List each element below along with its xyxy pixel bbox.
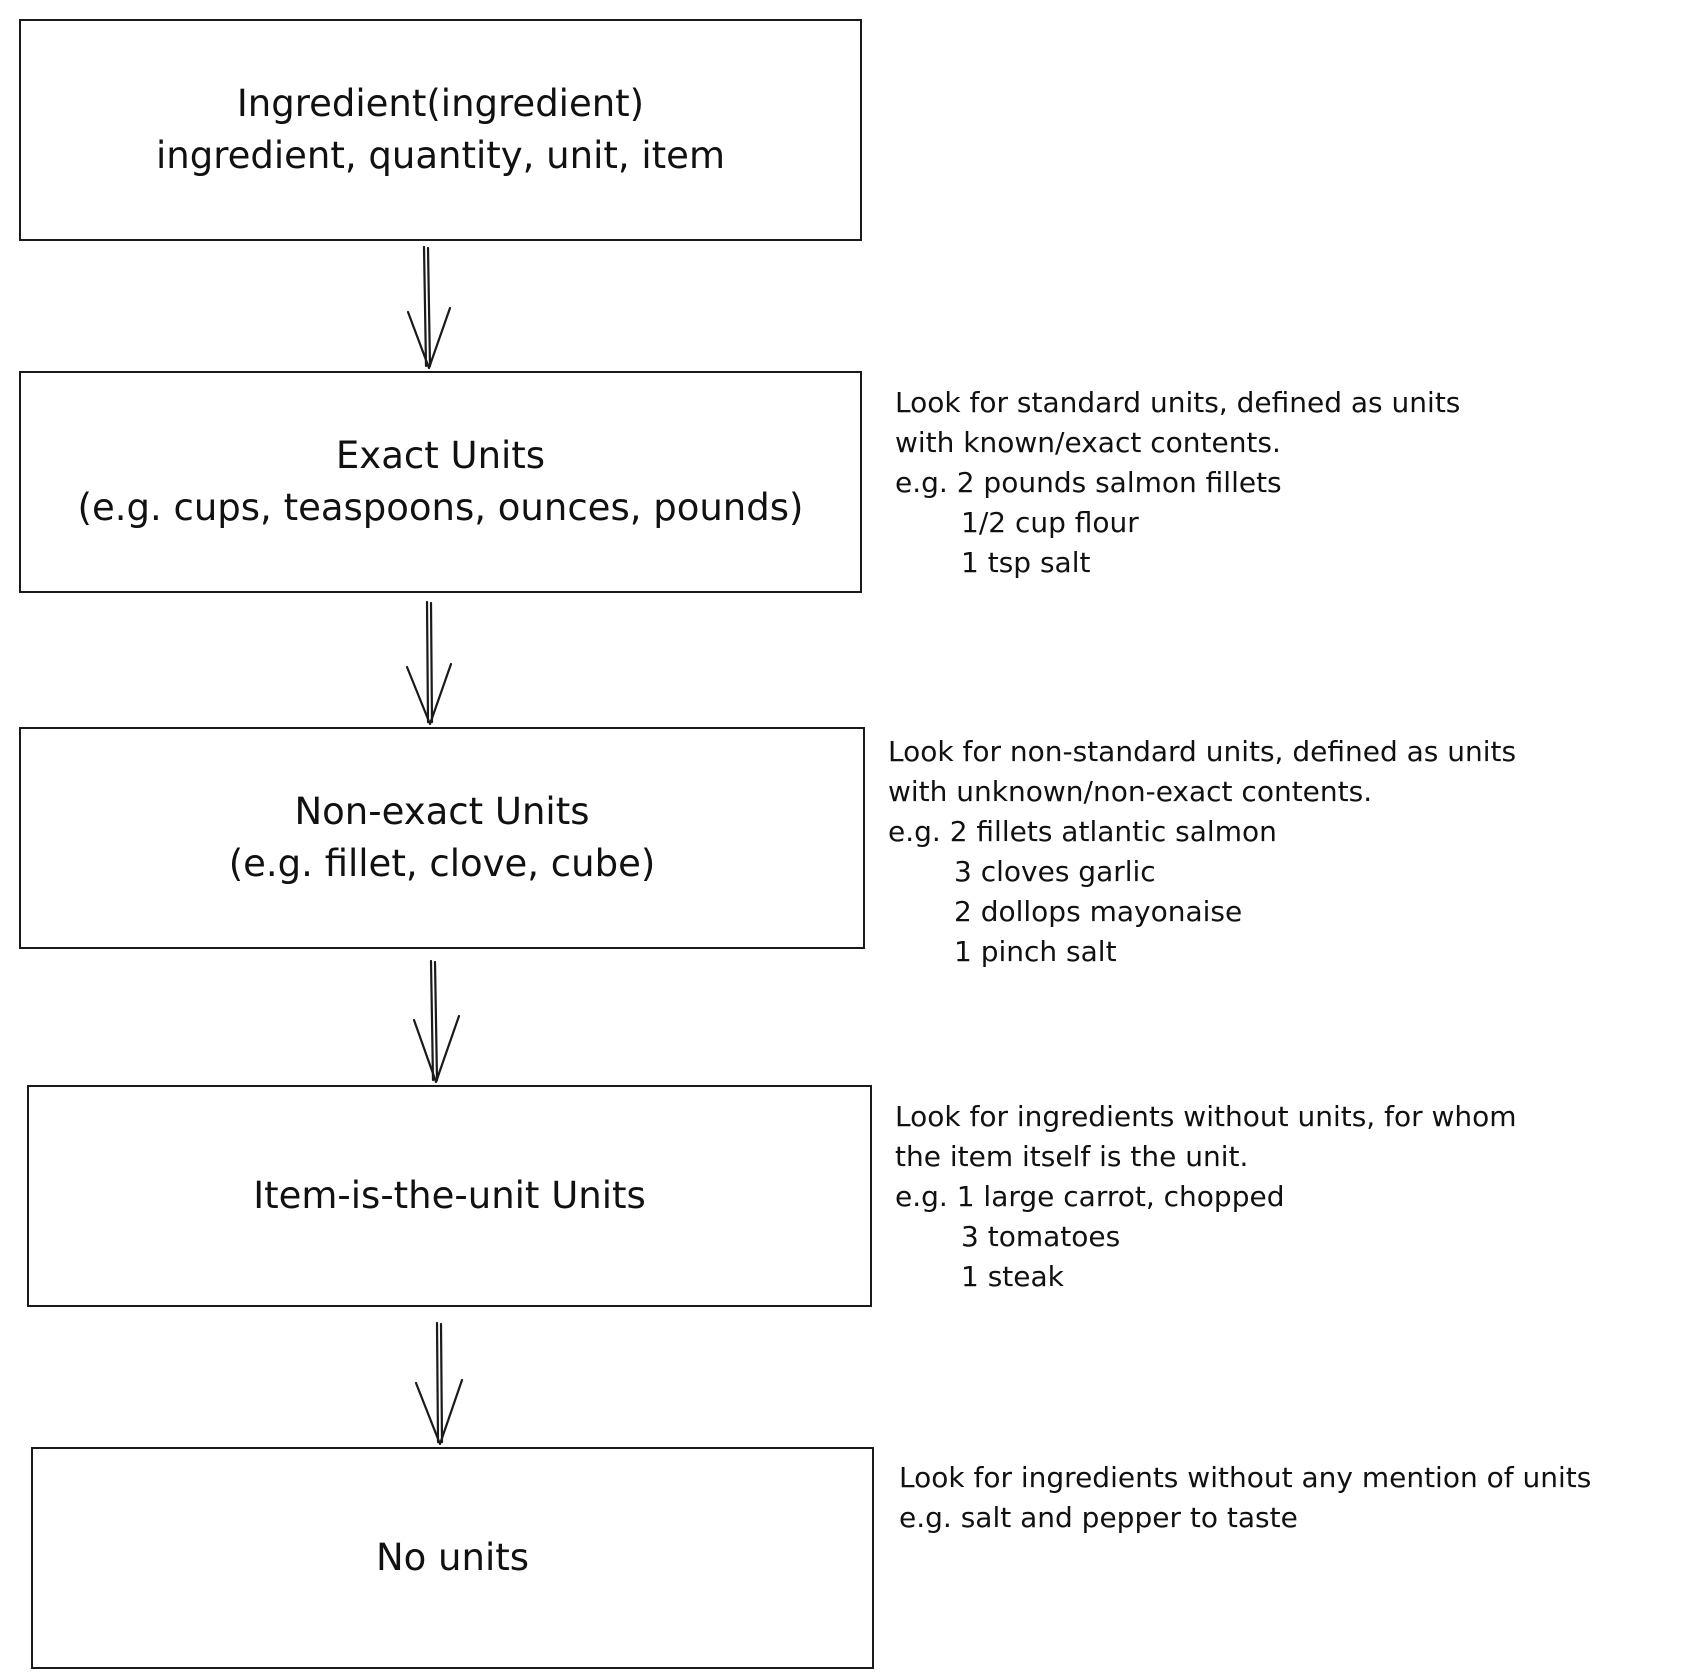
box-title: Ingredient(ingredient): [236, 82, 645, 125]
box-subtitle: ingredient, quantity, unit, item: [156, 134, 725, 177]
box-title: Exact Units: [335, 434, 546, 477]
note-line: 3 tomatoes: [961, 1220, 1121, 1253]
non-exact-units-box: Non-exact Units (e.g. fillet, clove, cub…: [19, 727, 865, 949]
note-line: e.g. 2 pounds salmon fillets: [895, 466, 1282, 499]
arrow-4: [414, 1321, 464, 1446]
box-subtitle: (e.g. fillet, clove, cube): [228, 842, 656, 885]
item-is-the-unit-box: Item-is-the-unit Units: [27, 1085, 872, 1307]
box-subtitle: (e.g. cups, teaspoons, ounces, pounds): [77, 486, 804, 529]
note-line: with known/exact contents.: [895, 426, 1281, 459]
arrow-2: [405, 600, 453, 726]
note-line: Look for ingredients without units, for …: [895, 1100, 1517, 1133]
note-line: 1 steak: [961, 1260, 1064, 1293]
note-no-units: Look for ingredients without any mention…: [899, 1458, 1591, 1538]
note-line: 1 tsp salt: [961, 546, 1091, 579]
note-line: 1/2 cup flour: [961, 506, 1139, 539]
note-line: the item itself is the unit.: [895, 1140, 1249, 1173]
note-item-is-the-unit: Look for ingredients without units, for …: [895, 1097, 1517, 1297]
box-title: Item-is-the-unit Units: [253, 1174, 646, 1217]
box-title: No units: [375, 1536, 530, 1579]
note-exact-units: Look for standard units, defined as unit…: [895, 383, 1460, 583]
box-title: Non-exact Units: [294, 790, 590, 833]
note-line: with unknown/non-exact contents.: [888, 775, 1373, 808]
note-line: Look for standard units, defined as unit…: [895, 386, 1461, 419]
note-line: e.g. 2 fillets atlantic salmon: [888, 815, 1277, 848]
note-line: 2 dollops mayonaise: [954, 895, 1243, 928]
ingredient-box: Ingredient(ingredient) ingredient, quant…: [19, 19, 862, 241]
note-non-exact-units: Look for non-standard units, defined as …: [888, 732, 1516, 972]
arrow-1: [406, 245, 452, 370]
arrow-3: [412, 959, 461, 1084]
note-line: 3 cloves garlic: [954, 855, 1156, 888]
exact-units-box: Exact Units (e.g. cups, teaspoons, ounce…: [19, 371, 862, 593]
note-line: 1 pinch salt: [954, 935, 1117, 968]
note-line: Look for non-standard units, defined as …: [888, 735, 1517, 768]
note-line: Look for ingredients without any mention…: [899, 1461, 1592, 1494]
note-line: e.g. 1 large carrot, chopped: [895, 1180, 1285, 1213]
no-units-box: No units: [31, 1447, 874, 1669]
note-line: e.g. salt and pepper to taste: [899, 1501, 1298, 1534]
